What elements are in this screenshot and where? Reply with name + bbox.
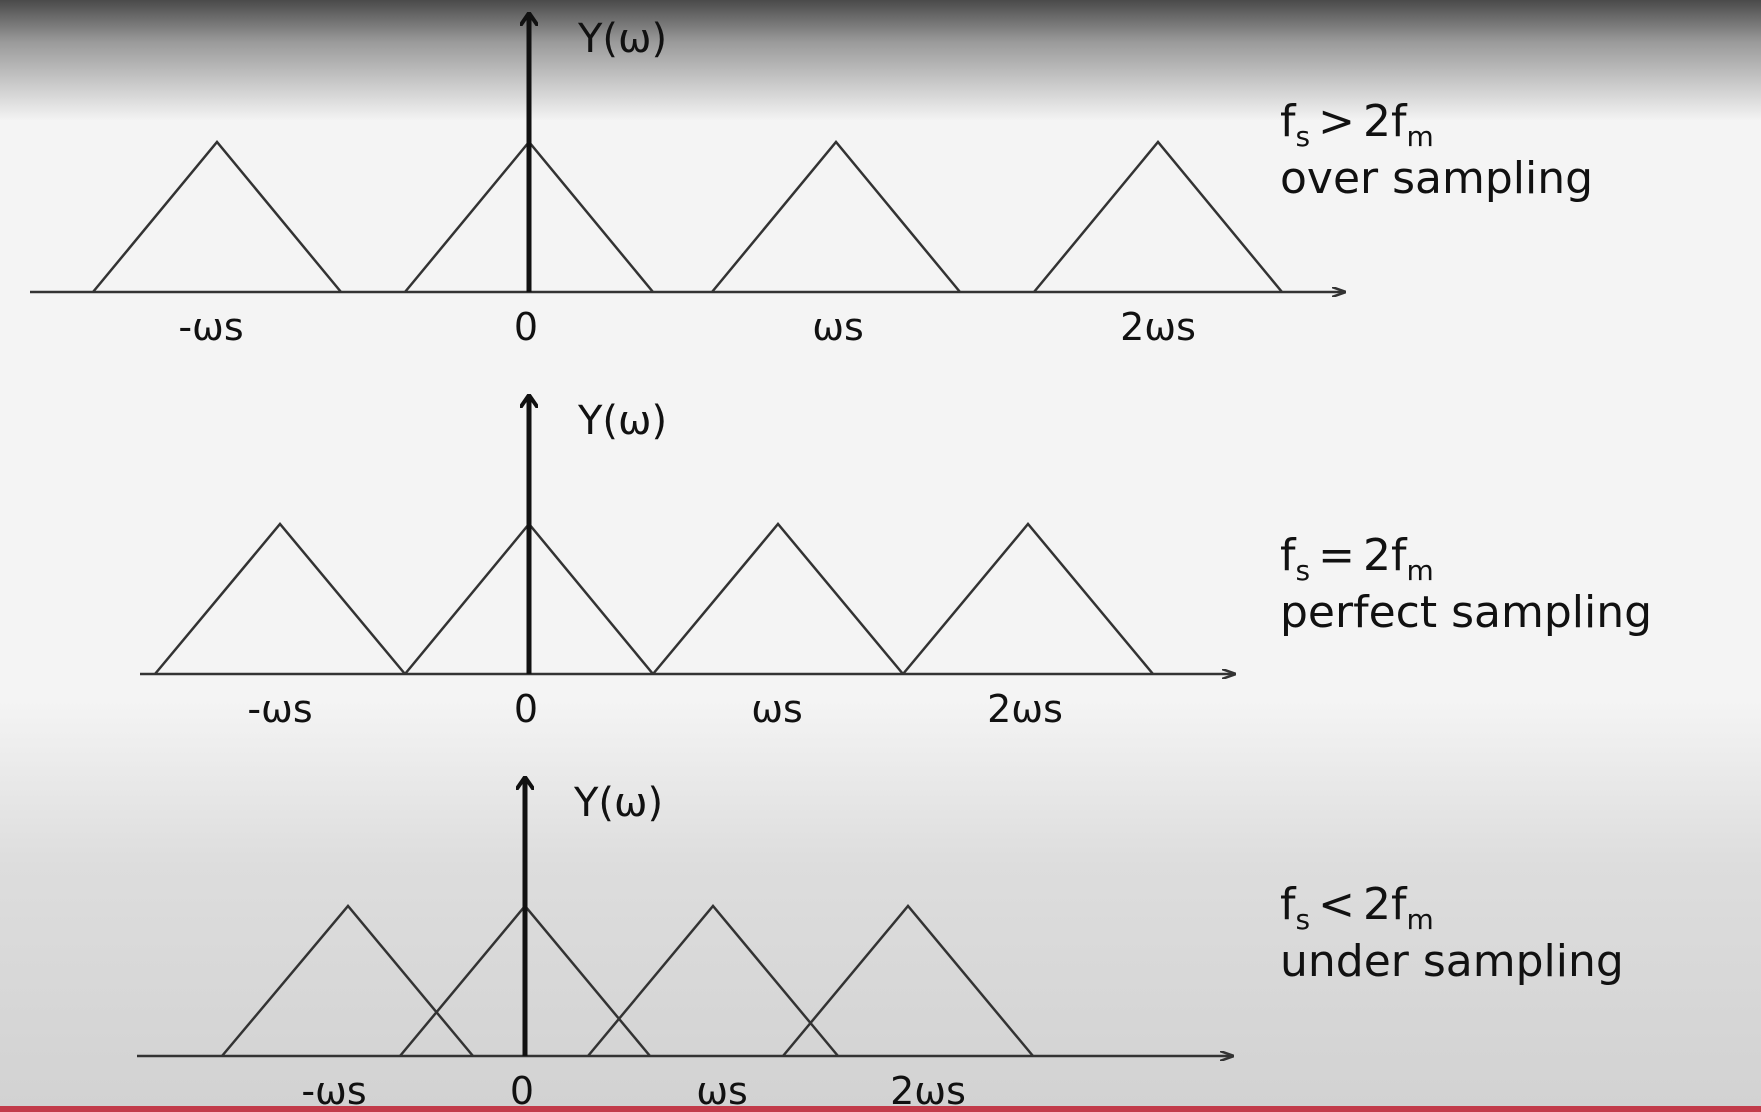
sampling-type-label: perfect sampling (1280, 587, 1652, 638)
tick-label: 2ωs (987, 687, 1063, 731)
tick-label: ωs (812, 305, 864, 349)
y-axis-label: Y(ω) (577, 398, 667, 444)
spectrum-triangle (1033, 140, 1283, 293)
panel-perfect-sampling: Y(ω) -ωs 0 ωs 2ωs fs=2fm perfect samplin… (140, 396, 1652, 731)
tick-label: ωs (751, 687, 803, 731)
tick-label: 0 (510, 1069, 534, 1112)
panel-under-sampling: Y(ω) -ωs 0 ωs 2ωs fs<2fm under sampling (137, 778, 1624, 1112)
tick-label: 2ωs (890, 1069, 966, 1112)
tick-label: 0 (514, 687, 538, 731)
spectrum-triangle (92, 140, 342, 293)
spectrum-triangle (221, 904, 474, 1057)
tick-label: -ωs (178, 305, 243, 349)
sampling-type-label: under sampling (1280, 936, 1624, 987)
top-shadow (0, 0, 1761, 120)
tick-label: ωs (696, 1069, 748, 1112)
spectrum-triangle (587, 904, 839, 1057)
sampling-type-label: over sampling (1280, 153, 1593, 204)
spectrum-triangle (154, 522, 406, 675)
spectrum-triangle (782, 904, 1034, 1057)
spectrum-triangle (652, 522, 904, 675)
video-progress-strip (0, 1106, 1761, 1112)
condition-label: fs<2fm (1280, 879, 1434, 936)
y-axis-label: Y(ω) (573, 780, 663, 826)
bottom-shade (0, 700, 1761, 1112)
condition-label: fs=2fm (1280, 530, 1434, 587)
tick-label: -ωs (301, 1069, 366, 1112)
tick-label: -ωs (247, 687, 312, 731)
panel-over-sampling: Y(ω) -ωs 0 ωs 2ωs fs>2fm over sampling (30, 14, 1593, 349)
condition-label: fs>2fm (1280, 96, 1434, 153)
spectrum-triangle (711, 140, 961, 293)
spectrum-triangle (902, 522, 1154, 675)
tick-label: 0 (514, 305, 538, 349)
y-axis-label: Y(ω) (577, 16, 667, 62)
tick-label: 2ωs (1120, 305, 1196, 349)
